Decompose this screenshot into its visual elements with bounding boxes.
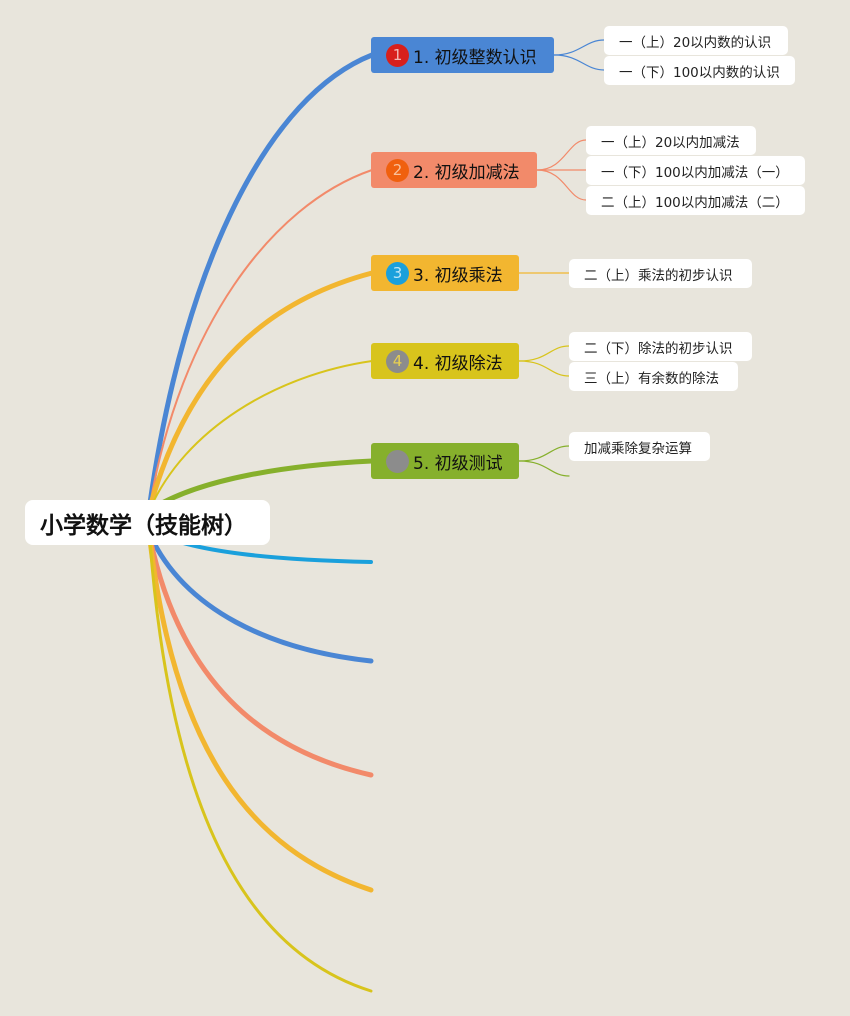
subtopic-connector bbox=[518, 460, 570, 477]
priority-2-icon: 2 bbox=[386, 158, 409, 182]
subtopic-connector bbox=[518, 360, 570, 377]
subtopic-2-2[interactable]: 一（下）100以内加减法（一） bbox=[586, 156, 805, 185]
root-topic[interactable]: 小学数学（技能树） bbox=[25, 500, 270, 545]
subtopic-1-1[interactable]: 一（上）20以内数的认识 bbox=[604, 26, 788, 55]
priority-1-icon: 1 bbox=[386, 43, 409, 67]
priority-3-icon: 3 bbox=[386, 261, 409, 285]
empty-branch-connector bbox=[148, 540, 373, 993]
subtopic-connector bbox=[518, 345, 570, 362]
branch-topic-label: 5. 初级测试 bbox=[413, 453, 503, 474]
priority-4-icon: 4 bbox=[386, 349, 409, 373]
subtopic-connector bbox=[518, 445, 570, 462]
branch-connector-4 bbox=[149, 360, 373, 510]
branch-topic-label: 2. 初级加减法 bbox=[413, 162, 520, 183]
branch-connector-5 bbox=[147, 458, 375, 513]
subtopic-4-1[interactable]: 二（下）除法的初步认识 bbox=[569, 332, 752, 361]
root-topic-label: 小学数学（技能树） bbox=[40, 512, 247, 539]
branch-topic-2[interactable]: 2 2. 初级加减法 bbox=[371, 152, 537, 188]
empty-branch-connector bbox=[147, 537, 374, 893]
branch-topic-5[interactable]: 5. 初级测试 bbox=[371, 443, 519, 479]
subtopic-connector bbox=[553, 39, 605, 56]
subtopic-2-3[interactable]: 二（上）100以内加减法（二） bbox=[586, 186, 805, 215]
branch-topic-4[interactable]: 4 4. 初级除法 bbox=[371, 343, 519, 379]
branch-topic-3[interactable]: 3 3. 初级乘法 bbox=[371, 255, 519, 291]
branch-topic-label: 1. 初级整数认识 bbox=[413, 47, 537, 68]
subtopic-5-1[interactable]: 加减乘除复杂运算 bbox=[569, 432, 710, 461]
empty-branch-connector bbox=[147, 532, 374, 664]
branch-connector-1 bbox=[147, 52, 375, 506]
branch-connector-3 bbox=[147, 270, 375, 510]
subtopic-3-1[interactable]: 二（上）乘法的初步认识 bbox=[569, 259, 752, 288]
subtopic-connector bbox=[536, 169, 587, 201]
subtopic-1-2[interactable]: 一（下）100以内数的认识 bbox=[604, 56, 795, 85]
branch-topic-label: 4. 初级除法 bbox=[413, 353, 503, 374]
subtopic-4-2[interactable]: 三（上）有余数的除法 bbox=[569, 362, 738, 391]
subtopic-2-1[interactable]: 一（上）20以内加减法 bbox=[586, 126, 756, 155]
subtopic-connector bbox=[553, 54, 605, 71]
branch-topic-label: 3. 初级乘法 bbox=[413, 265, 503, 286]
branch-connector-2 bbox=[149, 169, 373, 506]
priority-5-icon bbox=[386, 449, 409, 473]
branch-topic-1[interactable]: 1 1. 初级整数认识 bbox=[371, 37, 554, 73]
subtopic-connector bbox=[536, 139, 587, 171]
empty-branch-connector bbox=[147, 535, 374, 778]
